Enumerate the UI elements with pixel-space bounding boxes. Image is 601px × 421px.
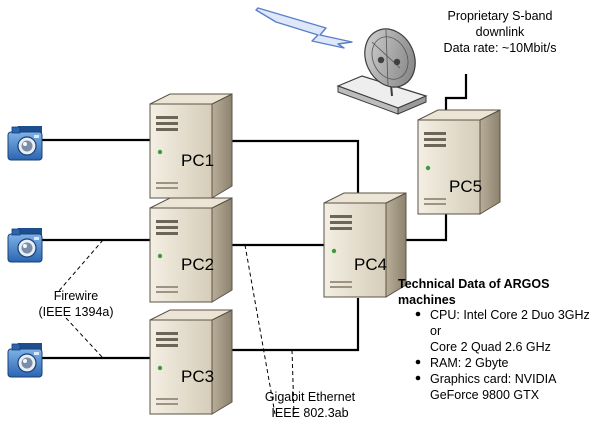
satellite-dish-icon bbox=[336, 28, 428, 115]
ethernet-line1: Gigabit Ethernet bbox=[265, 390, 356, 404]
pc3: PC3 bbox=[149, 309, 233, 415]
firewire-line1: Firewire bbox=[54, 289, 98, 303]
pc3-label: PC3 bbox=[181, 367, 214, 386]
tech-cpu-line1: CPU: Intel Core 2 Duo 3GHz bbox=[430, 308, 590, 322]
tech-title-line2: machines bbox=[398, 293, 456, 307]
callout-lines bbox=[57, 239, 295, 415]
pc2-label: PC2 bbox=[181, 255, 214, 274]
tech-cpu-line3: Core 2 Quad 2.6 GHz bbox=[430, 340, 551, 354]
ethernet-line2: IEEE 802.3ab bbox=[271, 406, 348, 420]
camera-icon-2 bbox=[7, 227, 43, 263]
camera-icon-1 bbox=[7, 125, 43, 161]
bullet-icon bbox=[415, 311, 421, 317]
bullet-icon bbox=[415, 375, 421, 381]
pc4-label: PC4 bbox=[354, 255, 387, 274]
camera-icon-3 bbox=[7, 342, 43, 378]
pc4-icon bbox=[323, 192, 407, 298]
firewire-line2: (IEEE 1394a) bbox=[38, 305, 113, 319]
pc5-label: PC5 bbox=[449, 177, 482, 196]
technical-data-panel: Technical Data of ARGOS machines CPU: In… bbox=[398, 277, 590, 402]
wireless-signal-icon bbox=[255, 7, 353, 49]
pc1-icon bbox=[149, 93, 233, 199]
downlink-line1: Proprietary S-band bbox=[448, 9, 553, 23]
tech-cpu-line2: or bbox=[430, 324, 441, 338]
downlink-annotation: Proprietary S-band downlink Data rate: ~… bbox=[444, 9, 557, 55]
pc2: PC2 bbox=[149, 197, 233, 303]
pc5-icon bbox=[417, 109, 501, 215]
tech-gpu-line2: GeForce 9800 GTX bbox=[430, 388, 540, 402]
pc2-icon bbox=[149, 197, 233, 303]
tech-gpu-line1: Graphics card: NVIDIA bbox=[430, 372, 557, 386]
pc4: PC4 bbox=[323, 192, 407, 298]
firewire-callout-bottom bbox=[65, 317, 104, 359]
downlink-line3: Data rate: ~10Mbit/s bbox=[444, 41, 557, 55]
pc1-label: PC1 bbox=[181, 151, 214, 170]
downlink-line2: downlink bbox=[476, 25, 525, 39]
network-links bbox=[40, 74, 468, 360]
tech-title-line1: Technical Data of ARGOS bbox=[398, 277, 549, 291]
ethernet-callout-mid bbox=[291, 349, 295, 415]
pc1: PC1 bbox=[149, 93, 233, 199]
link-pc1-pc4 bbox=[232, 139, 360, 205]
link-pc3-pc4 bbox=[232, 298, 360, 352]
ethernet-callout-left bbox=[244, 244, 276, 415]
bullet-icon bbox=[415, 359, 421, 365]
firewire-callout-top bbox=[57, 239, 104, 293]
pc3-icon bbox=[149, 309, 233, 415]
pc5: PC5 bbox=[417, 109, 501, 215]
tech-ram-line1: RAM: 2 Gbyte bbox=[430, 356, 509, 370]
link-pc5-dish bbox=[444, 74, 468, 118]
ethernet-annotation: Gigabit Ethernet IEEE 802.3ab bbox=[265, 390, 356, 420]
firewire-annotation: Firewire (IEEE 1394a) bbox=[38, 289, 113, 319]
